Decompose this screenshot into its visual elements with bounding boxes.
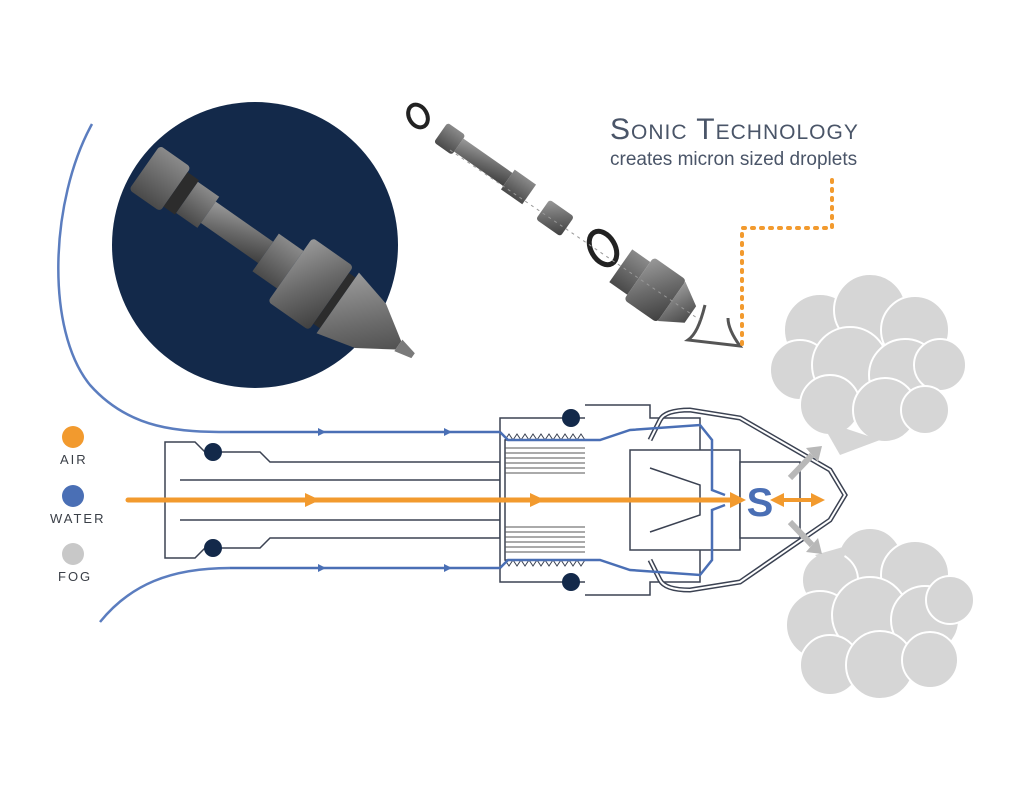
water-arrows [318, 428, 452, 572]
legend-label-air: AIR [60, 452, 88, 467]
legend-dot-air [62, 426, 84, 448]
legend-dot-water [62, 485, 84, 507]
legend-label-water: WATER [50, 511, 106, 526]
oring-large [586, 228, 620, 268]
heading-subtitle: creates micron sized droplets [610, 149, 858, 170]
exploded-parts-group [406, 102, 744, 348]
air-arrows [305, 492, 825, 508]
insert-part [537, 200, 573, 236]
fog-cloud-bottom [785, 527, 975, 700]
legend-dots [62, 426, 84, 565]
heading-title: Sonic Technology [610, 113, 859, 146]
legend-dot-fog [62, 543, 84, 565]
water-guide-curve-top [57, 123, 231, 434]
heading-block: Sonic Technology creates micron sized dr… [610, 112, 930, 172]
fog-cloud-top [769, 273, 967, 455]
sonic-s-symbol: S [747, 481, 774, 525]
stem-part [434, 123, 537, 205]
cap-part [609, 249, 697, 323]
oring-small [406, 102, 430, 130]
fog-direction-arrows [787, 446, 822, 554]
leader-dotted-line [740, 178, 834, 346]
seal-orings [204, 409, 580, 591]
bracket-part [683, 304, 744, 348]
water-flow [230, 423, 726, 577]
nozzle-closeup-group [112, 102, 415, 388]
legend-label-fog: FOG [58, 569, 93, 584]
water-guide-curve-bottom [99, 566, 231, 623]
nozzle-closeup-render [130, 147, 415, 359]
